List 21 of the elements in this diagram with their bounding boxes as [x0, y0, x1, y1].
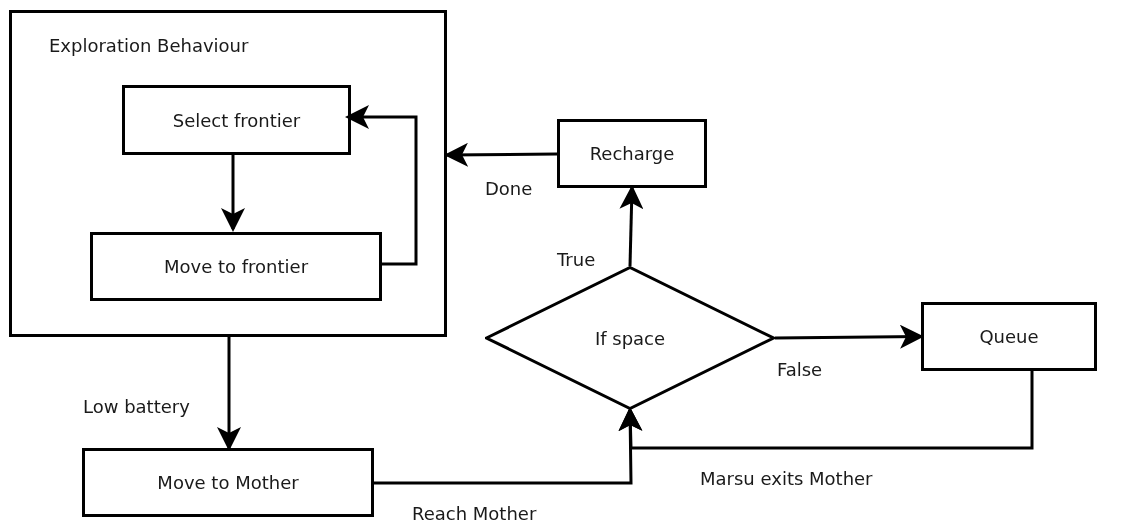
process-box: [82, 448, 374, 517]
group-heading: Exploration Behaviour: [49, 34, 249, 58]
arrow: [618, 371, 1034, 450]
process-label: Move to Mother: [157, 471, 299, 495]
process-label: Queue: [979, 325, 1039, 349]
decision-diamond: [485, 266, 775, 410]
arrow: [345, 105, 418, 266]
arrow: [444, 142, 557, 167]
process-box: [921, 302, 1097, 371]
process-box: [90, 232, 382, 301]
arrow: [619, 185, 644, 267]
process-label: Recharge: [589, 142, 675, 166]
arrow: [221, 152, 245, 232]
arrow: [217, 337, 241, 451]
process-box: [122, 85, 351, 155]
decision-label: If space: [594, 326, 666, 351]
process-label: Move to frontier: [163, 255, 309, 279]
process-label: Select frontier: [172, 108, 301, 133]
process-box: [557, 119, 707, 188]
arrow: [775, 324, 924, 349]
group-box: [9, 10, 447, 337]
